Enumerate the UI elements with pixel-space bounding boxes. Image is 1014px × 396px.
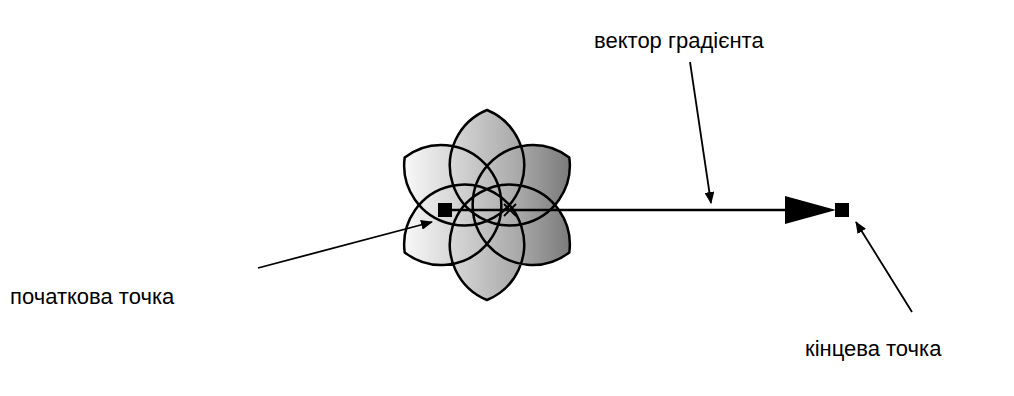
end-point — [835, 203, 849, 217]
annotation-label: вектор градієнта — [594, 28, 764, 53]
leader-line — [690, 62, 711, 203]
start-point — [438, 203, 452, 217]
vector-arrowhead — [785, 196, 836, 224]
leader-line — [856, 222, 912, 312]
annotation-label: кінцева точка — [805, 336, 941, 361]
annotation-label: початкова точка — [10, 284, 174, 309]
gradient-vector — [445, 209, 800, 212]
flower-shape — [404, 110, 570, 300]
leader-line — [258, 222, 432, 268]
midpoint-cross — [504, 204, 516, 216]
